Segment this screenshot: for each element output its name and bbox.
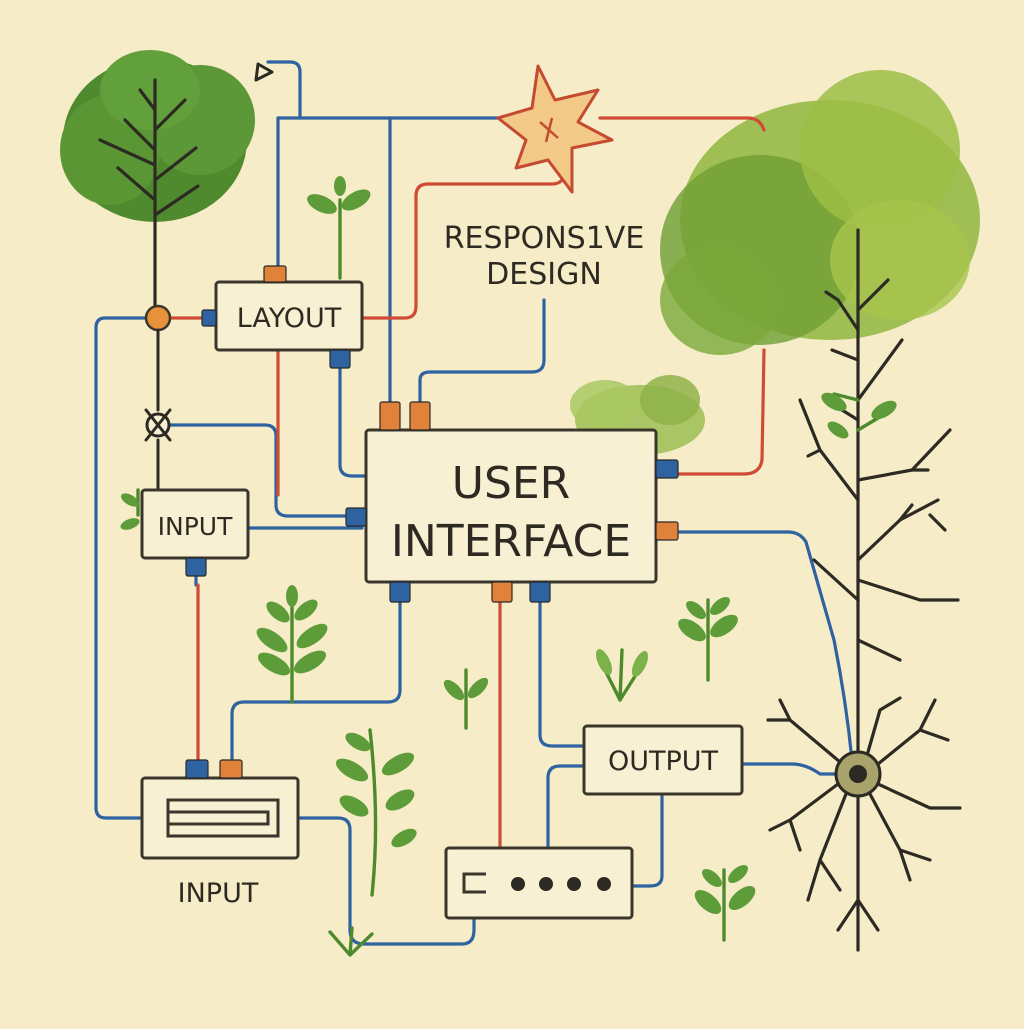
output-device-node (444, 846, 634, 920)
starburst-icon (496, 64, 614, 194)
tree-left-icon (60, 50, 255, 312)
input-small-label: INPUT (158, 512, 233, 541)
wires-red (170, 116, 766, 850)
user-interface-label-line1: USER (452, 458, 571, 509)
output-node: OUTPUT (582, 724, 744, 796)
tree-right-cloud-icon (660, 70, 980, 355)
title-line2: DESIGN (486, 257, 602, 292)
sprout-icon (307, 176, 371, 280)
layout-label: LAYOUT (237, 303, 342, 334)
neuron-icon (766, 228, 962, 952)
user-interface-node: USER INTERFACE (345, 401, 679, 603)
wires-blue (94, 80, 854, 946)
user-interface-label-line2: INTERFACE (391, 516, 631, 567)
diagram-title: RESPONS1VE DESIGN (444, 221, 645, 292)
sprouts-icon (120, 488, 756, 957)
output-label: OUTPUT (608, 746, 719, 777)
input-bottom-label: INPUT (178, 878, 259, 909)
input-device-node: INPUT (140, 759, 300, 909)
title-line1: RESPONS1VE (444, 221, 645, 256)
input-node-small: INPUT (140, 488, 250, 577)
layout-node: LAYOUT (201, 265, 364, 369)
arrowhead-icon (254, 60, 302, 84)
junction-nodes (144, 304, 172, 492)
